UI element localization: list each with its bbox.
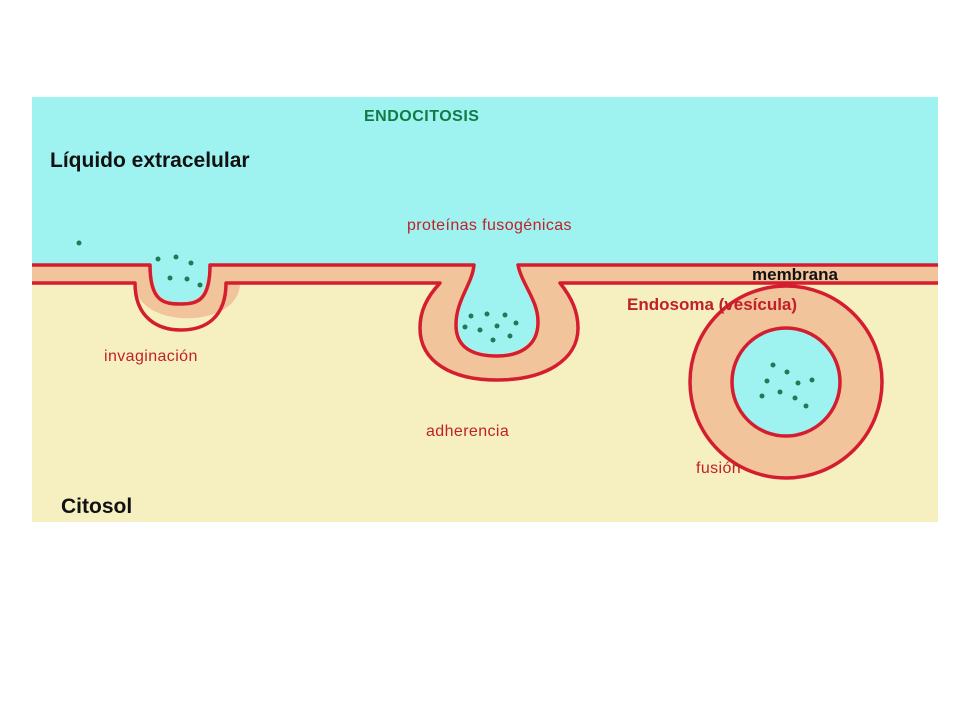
particle: [477, 327, 483, 333]
particle: [507, 333, 513, 339]
particle: [184, 276, 190, 282]
membrane-inner-line: [32, 281, 938, 382]
particle: [155, 256, 161, 262]
particle: [792, 395, 798, 401]
invagination-lumen: [152, 265, 208, 302]
particle: [167, 275, 173, 281]
particle: [468, 313, 474, 319]
particle: [803, 403, 809, 409]
particle: [764, 378, 770, 384]
membrane-outer-line: [32, 263, 938, 358]
particle: [513, 320, 519, 326]
fusogenic-proteins-label: proteínas fusogénicas: [407, 217, 572, 234]
particle: [173, 254, 179, 260]
diagram-title: ENDOCITOSIS: [364, 108, 479, 125]
endosome-vesicle: [688, 284, 884, 480]
particle: [502, 312, 508, 318]
particle: [494, 323, 500, 329]
particle: [777, 389, 783, 395]
particle: [795, 380, 801, 386]
particle: [188, 260, 194, 266]
particle: [197, 282, 203, 288]
fusion-label: fusión: [696, 460, 741, 477]
membrane-outlines: [32, 263, 938, 382]
particle: [76, 240, 82, 246]
particle: [462, 324, 468, 330]
invagination-label: invaginación: [104, 348, 198, 365]
particles: [76, 240, 815, 409]
particle: [770, 362, 776, 368]
extracellular-label: Líquido extracelular: [50, 149, 250, 172]
particle: [490, 337, 496, 343]
particle: [784, 369, 790, 375]
cytosol-label: Citosol: [61, 495, 132, 518]
extracellular-region: [32, 97, 938, 271]
particle: [759, 393, 765, 399]
endosome-label: Endosoma (vesícula): [627, 295, 797, 314]
particle: [809, 377, 815, 383]
adherence-lumen: [458, 265, 536, 354]
membrane-label: membrana: [752, 265, 839, 284]
adherence-label: adherencia: [426, 423, 509, 440]
particle: [484, 311, 490, 317]
